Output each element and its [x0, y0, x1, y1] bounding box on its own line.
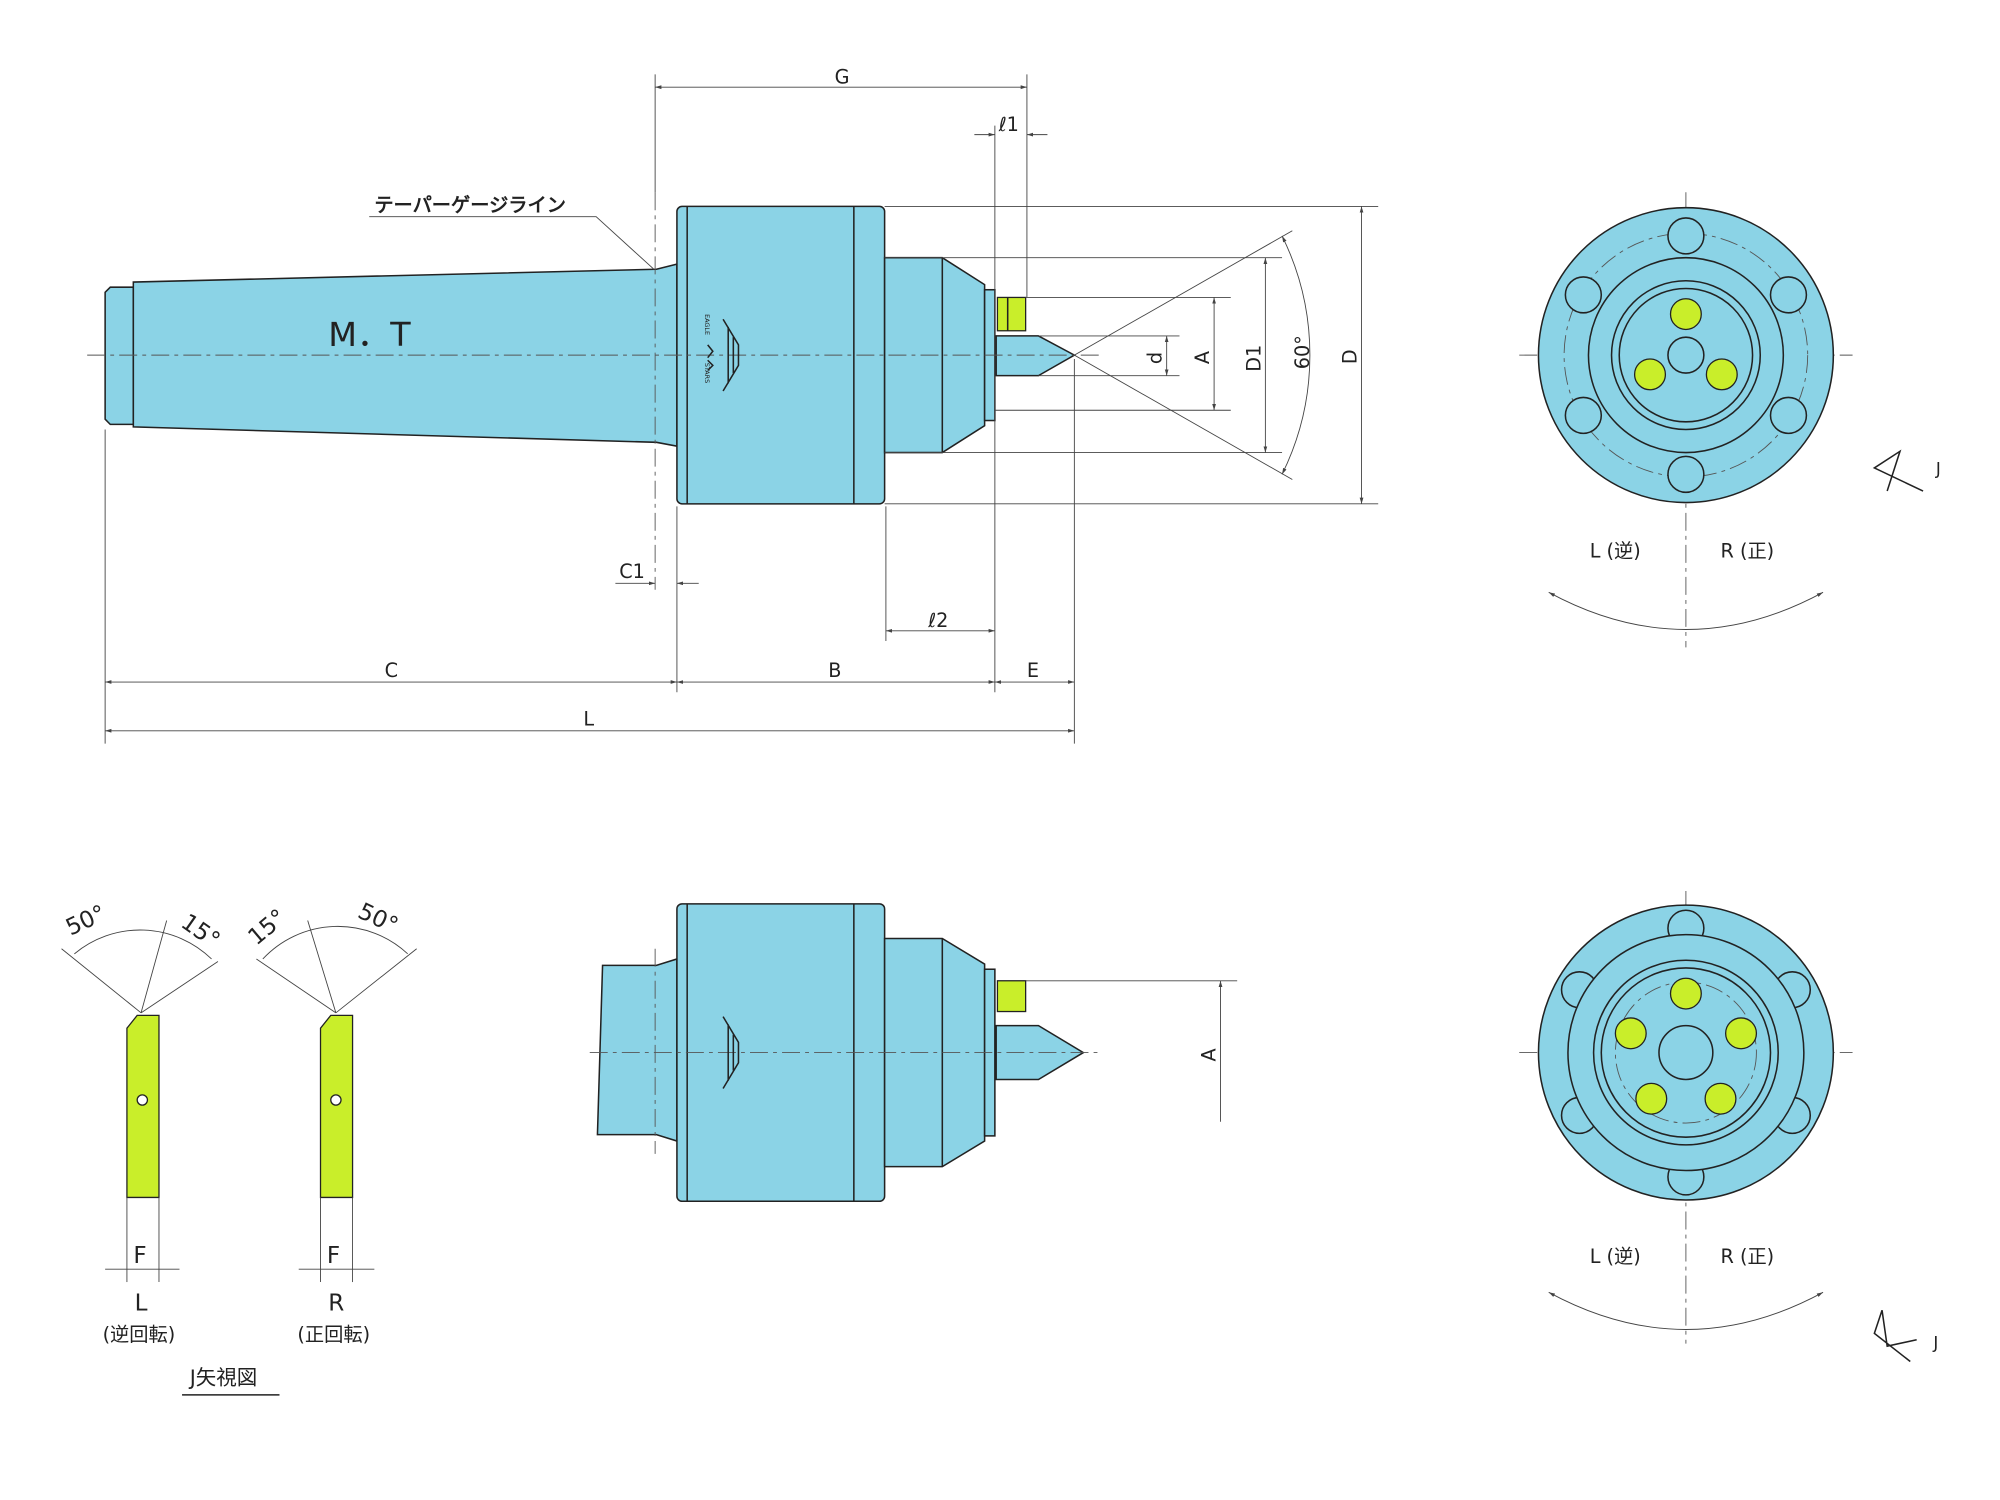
bolt-heads	[1564, 217, 1808, 494]
dim-D1: D1	[1242, 345, 1265, 372]
blade-right-letter: R	[328, 1290, 344, 1316]
dim-angle-60: 60°	[1291, 335, 1314, 369]
rotation-left-label: L (逆)	[1590, 540, 1641, 563]
blade-left-letter: L	[135, 1290, 148, 1316]
blade-left-angle-50: 50°	[62, 900, 110, 941]
rotation-left-label-2: L (逆)	[1590, 1245, 1641, 1268]
dim-A: A	[1191, 351, 1214, 364]
taper-label: M．T	[328, 315, 411, 354]
view-arrow-J-2	[1873, 1310, 1917, 1363]
blade-right-caption: (正回転)	[297, 1323, 370, 1346]
carbide-inserts	[1633, 298, 1738, 391]
rotation-right-label-2: R (正)	[1721, 1245, 1775, 1268]
dim-L: L	[583, 708, 594, 731]
taper-nose	[104, 286, 135, 426]
view-arrow-J-label-2: J	[1932, 1334, 1938, 1353]
blade-left-caption: (逆回転)	[103, 1323, 176, 1346]
end-view-3-insert: L (逆) R (正) J	[1519, 192, 1941, 648]
blade-left: 50° 15° F L (逆回転)	[61, 900, 224, 1346]
blade-left-angle-15: 15°	[176, 909, 224, 954]
second-view-dim-A: A	[1197, 1048, 1220, 1061]
dim-C1: C1	[619, 560, 645, 583]
rotation-right-label: R (正)	[1721, 540, 1775, 563]
blade-right-angle-50: 50°	[354, 899, 402, 940]
taper-gauge-line-label: テーパーゲージライン	[374, 194, 566, 217]
end-view-5-insert: L (逆) R (正) J	[1519, 891, 1938, 1363]
dim-l2: ℓ2	[927, 609, 948, 632]
logo-text-top: EAGLE	[703, 314, 711, 335]
insert-pin	[996, 296, 1027, 332]
dim-C: C	[385, 659, 398, 682]
carbide-inserts	[1614, 977, 1758, 1115]
dim-B: B	[828, 659, 841, 682]
main-side-view: EAGLE STARS M．T テーパーゲージライン	[87, 65, 1379, 744]
logo-text-bottom: STARS	[703, 363, 711, 383]
eagle-stars-logo: EAGLE STARS	[703, 314, 740, 392]
blade-left-dim-F: F	[133, 1243, 146, 1269]
dim-l1: ℓ1	[998, 113, 1019, 136]
blade-right-angle-15: 15°	[244, 905, 292, 951]
second-side-view: A	[589, 903, 1238, 1203]
dim-E: E	[1027, 659, 1039, 682]
dim-D: D	[1338, 349, 1361, 364]
view-arrow-J	[1872, 449, 1924, 492]
view-arrow-J-label: J	[1935, 459, 1941, 478]
live-center-point	[995, 335, 1076, 377]
dim-G: G	[835, 65, 850, 88]
blade-right: 15° 50° F R (正回転)	[244, 899, 417, 1346]
dim-d: d	[1144, 352, 1167, 364]
taper-shank	[132, 263, 678, 448]
view-J-title: J矢視図	[188, 1366, 258, 1390]
blade-right-dim-F: F	[327, 1243, 340, 1269]
